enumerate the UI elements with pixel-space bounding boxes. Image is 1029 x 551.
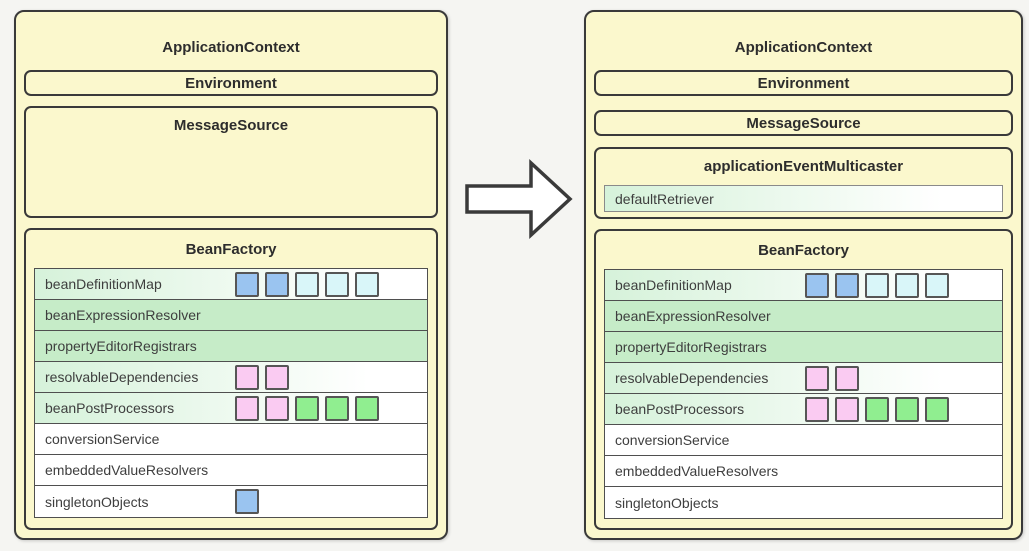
square-group [805, 365, 865, 391]
bean-factory-row: singletonObjects [35, 486, 427, 517]
bean-factory-row: beanDefinitionMap [35, 269, 427, 300]
bean-factory-row: propertyEditorRegistrars [605, 332, 1002, 363]
green-square [325, 395, 349, 421]
bean-factory-row: resolvableDependencies [35, 362, 427, 393]
application-context-panel-after: ApplicationContext Environment MessageSo… [584, 10, 1023, 540]
bean-factory-row: beanDefinitionMap [605, 270, 1002, 301]
environment-box: Environment [24, 70, 438, 96]
message-source-box: MessageSource [594, 110, 1013, 136]
message-source-label: MessageSource [746, 114, 861, 132]
blue-square [235, 271, 259, 297]
bean-factory-row: beanPostProcessors [605, 394, 1002, 425]
bean-factory-row: singletonObjects [605, 487, 1002, 518]
cyan-square [865, 272, 889, 298]
green-square [865, 396, 889, 422]
square-group [235, 395, 385, 421]
row-label: beanDefinitionMap [45, 276, 162, 292]
bean-factory-box: BeanFactory beanDefinitionMap beanExpress… [594, 229, 1013, 530]
row-label: propertyEditorRegistrars [615, 339, 767, 355]
row-label: conversionService [45, 431, 160, 447]
row-label: beanDefinitionMap [615, 277, 732, 293]
pink-square [265, 395, 289, 421]
application-event-multicaster-title: applicationEventMulticaster [703, 158, 904, 175]
blue-square [265, 271, 289, 297]
green-square [295, 395, 319, 421]
application-context-panel-before: ApplicationContext Environment MessageSo… [14, 10, 448, 540]
row-label: propertyEditorRegistrars [45, 338, 197, 354]
bean-factory-row: conversionService [35, 424, 427, 455]
pink-square [235, 395, 259, 421]
message-source-label: MessageSource [173, 117, 289, 134]
cyan-square [895, 272, 919, 298]
cyan-square [325, 271, 349, 297]
environment-label: Environment [185, 74, 277, 92]
blue-square [835, 272, 859, 298]
cyan-square [295, 271, 319, 297]
default-retriever-row: defaultRetriever [604, 185, 1003, 212]
pink-square [835, 365, 859, 391]
bean-factory-row: propertyEditorRegistrars [35, 331, 427, 362]
bean-factory-row: beanExpressionResolver [35, 300, 427, 331]
bean-factory-title: BeanFactory [758, 242, 849, 259]
application-event-multicaster-box: applicationEventMulticaster defaultRetri… [594, 147, 1013, 219]
bean-factory-row: conversionService [605, 425, 1002, 456]
row-label: beanPostProcessors [615, 401, 745, 417]
green-square [355, 395, 379, 421]
pink-square [265, 364, 289, 390]
bean-factory-row: beanPostProcessors [35, 393, 427, 424]
bean-factory-title: BeanFactory [185, 241, 277, 258]
right-arrow-icon [465, 159, 573, 239]
bean-factory-rows: beanDefinitionMap beanExpressionResolver p… [34, 268, 428, 518]
bean-factory-rows: beanDefinitionMap beanExpressionResolver p… [604, 269, 1003, 519]
square-group [805, 396, 955, 422]
right-arrow [463, 158, 575, 240]
bean-factory-box: BeanFactory beanDefinitionMap beanExpress… [24, 228, 438, 530]
blue-square [235, 489, 259, 514]
blue-square [805, 272, 829, 298]
pink-square [805, 365, 829, 391]
bean-factory-row: beanExpressionResolver [605, 301, 1002, 332]
square-group [235, 489, 265, 514]
default-retriever-label: defaultRetriever [615, 190, 714, 207]
row-label: embeddedValueResolvers [45, 462, 209, 478]
bean-factory-row: embeddedValueResolvers [605, 456, 1002, 487]
message-source-box: MessageSource [24, 106, 438, 218]
bean-factory-row: resolvableDependencies [605, 363, 1002, 394]
row-label: resolvableDependencies [45, 369, 199, 385]
row-label: conversionService [615, 432, 730, 448]
row-label: embeddedValueResolvers [615, 463, 779, 479]
square-group [235, 364, 295, 390]
pink-square [235, 364, 259, 390]
row-label: singletonObjects [615, 494, 719, 511]
row-label: beanExpressionResolver [615, 308, 771, 324]
row-label: resolvableDependencies [615, 370, 769, 386]
row-label: beanExpressionResolver [45, 307, 201, 323]
cyan-square [355, 271, 379, 297]
panel-title: ApplicationContext [734, 39, 873, 56]
green-square [895, 396, 919, 422]
environment-box: Environment [594, 70, 1013, 96]
square-group [235, 271, 385, 297]
environment-label: Environment [757, 74, 850, 92]
bean-factory-row: embeddedValueResolvers [35, 455, 427, 486]
panel-title: ApplicationContext [162, 39, 300, 56]
square-group [805, 272, 955, 298]
cyan-square [925, 272, 949, 298]
row-label: beanPostProcessors [45, 400, 175, 416]
pink-square [835, 396, 859, 422]
green-square [925, 396, 949, 422]
row-label: singletonObjects [45, 493, 149, 510]
pink-square [805, 396, 829, 422]
